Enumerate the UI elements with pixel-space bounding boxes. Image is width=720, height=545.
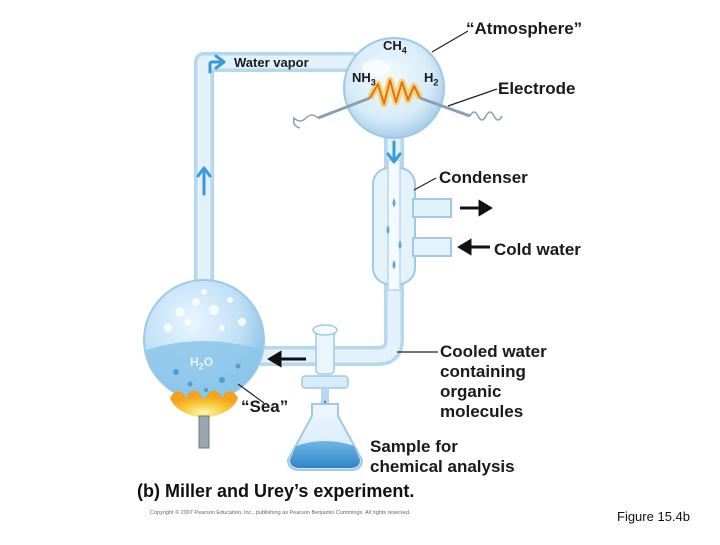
formula-h2: H2 [424,70,439,88]
sample-stopcock [301,324,349,410]
label-cooled-water: Cooled water containing organic molecule… [440,342,547,422]
cooled-water-line: molecules [440,402,524,421]
sea-flask [143,279,265,401]
leader-lines [237,30,498,404]
cooled-water-line: organic [440,382,502,401]
sample-line: Sample for [370,437,458,456]
electrode-left [292,96,371,129]
formula-ch4: CH4 [383,38,407,56]
burner-flame [170,390,238,449]
label-condenser: Condenser [439,168,528,187]
label-water-vapor: Water vapor [234,55,309,70]
label-atmosphere: “Atmosphere” [466,19,583,38]
figure-reference: Figure 15.4b [617,509,690,524]
black-arrows [267,199,493,368]
label-cold-water: Cold water [494,240,581,259]
label-sea: “Sea” [241,397,289,416]
flow-arrows [196,54,402,196]
sample-flask [286,403,364,471]
formula-h2o: H2O [190,355,214,372]
figure-caption: (b) Miller and Urey’s experiment. [137,481,415,501]
formula-nh3: NH3 [352,70,376,88]
copyright-notice: Copyright © 2007 Pearson Education, Inc.… [150,510,411,516]
cooled-water-line: containing [440,362,526,381]
cooled-water-line: Cooled water [440,342,547,361]
electrode-right [419,96,503,121]
label-electrode: Electrode [498,79,576,98]
condenser-jacket [372,159,452,291]
spark-discharge [366,76,424,108]
label-sample: Sample for chemical analysis [370,437,515,477]
sample-line: chemical analysis [370,457,515,476]
